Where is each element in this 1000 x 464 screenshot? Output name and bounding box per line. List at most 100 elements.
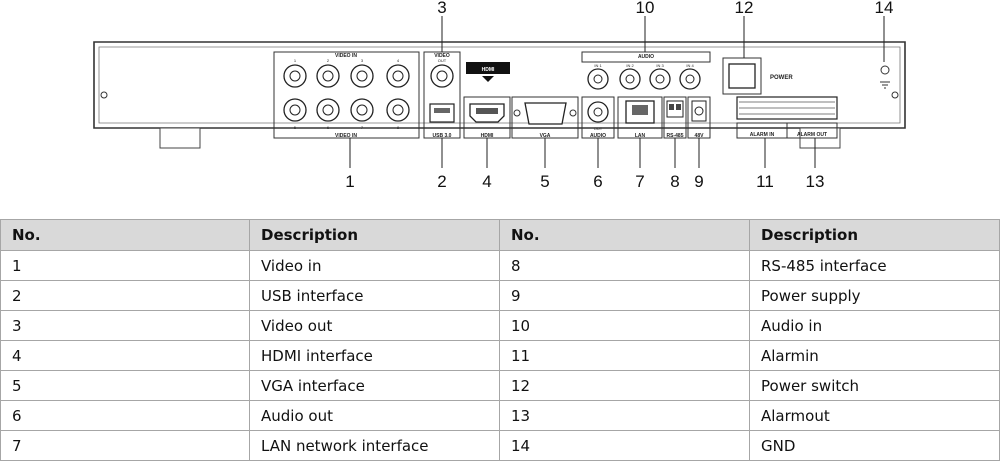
table-row: 7 LAN network interface 14 GND [0,430,1000,461]
leader-lines [349,16,885,168]
callout-5: 5 [540,172,549,191]
callout-12: 12 [735,0,754,17]
callout-2: 2 [437,172,446,191]
table-cell: 9 [499,280,750,311]
power-switch: POWER [722,57,793,95]
table-cell: Video out [249,310,500,341]
svg-text:AUDIO: AUDIO [638,54,654,60]
table-row: 3 Video out 10 Audio in [0,310,1000,341]
table-cell: 1 [0,250,250,281]
table-cell: USB interface [249,280,500,311]
svg-text:7: 7 [361,125,364,130]
header-description: Description [249,219,500,251]
bnc-connector [283,64,410,122]
svg-text:POWER: POWER [770,75,793,81]
table-cell: 11 [499,340,750,371]
svg-text:48V: 48V [695,133,705,139]
callout-9: 9 [694,172,703,191]
callout-13: 13 [806,172,825,191]
table-cell: Audio in [749,310,1000,341]
interface-table-container: No. Description No. Description 1 Video … [0,219,1000,461]
audio-in-panel: AUDIO IN 1 IN 2 IN 3 IN 4 [581,51,711,90]
svg-text:AUDIO: AUDIO [590,133,606,139]
table-row: 5 VGA interface 12 Power switch [0,370,1000,401]
table-cell: Video in [249,250,500,281]
table-header-row: No. Description No. Description [0,219,1000,251]
chassis [93,41,906,149]
table-cell: 3 [0,310,250,341]
callout-11: 11 [756,172,774,191]
alarm-terminal: ALARM IN ALARM OUT [736,96,838,139]
svg-text:ALARM IN: ALARM IN [750,132,775,138]
table-cell: 7 [0,430,250,461]
svg-text:HDMI: HDMI [481,133,494,139]
table-cell: RS-485 interface [749,250,1000,281]
callout-4: 4 [482,172,491,191]
table-row: 2 USB interface 9 Power supply [0,280,1000,311]
table-cell: 5 [0,370,250,401]
svg-text:VIDEO IN: VIDEO IN [335,53,357,59]
table-cell: Power supply [749,280,1000,311]
svg-text:8: 8 [397,125,400,130]
svg-text:LAN: LAN [635,133,646,139]
svg-text:VIDEO: VIDEO [434,53,450,59]
callout-1: 1 [345,172,354,191]
table-cell: Power switch [749,370,1000,401]
table-cell: 4 [0,340,250,371]
svg-text:1: 1 [294,58,297,63]
svg-text:IN 1: IN 1 [594,63,602,68]
svg-text:4: 4 [397,58,400,63]
gnd-terminal [880,65,890,89]
callout-7: 7 [635,172,644,191]
svg-text:IN 4: IN 4 [686,63,694,68]
callout-3: 3 [437,0,446,17]
table-cell: 13 [499,400,750,431]
table-cell: Alarmout [749,400,1000,431]
rs485-panel: RS-485 [663,96,687,139]
header-description: Description [749,219,1000,251]
svg-text:IN 3: IN 3 [656,63,664,68]
table-cell: 6 [0,400,250,431]
svg-text:3: 3 [361,58,364,63]
svg-text:VIDEO IN: VIDEO IN [335,133,357,139]
svg-text:RS-485: RS-485 [667,133,684,139]
svg-text:HDMI: HDMI [482,67,495,73]
table-cell: Alarmin [749,340,1000,371]
table-row: 6 Audio out 13 Alarmout [0,400,1000,431]
table-cell: 12 [499,370,750,401]
svg-text:2: 2 [327,58,330,63]
vga-panel: VGA [511,96,579,139]
table-cell: GND [749,430,1000,461]
callout-14: 14 [875,0,894,17]
hdmi-panel: HDMI HDMI [463,62,511,139]
table-cell: LAN network interface [249,430,500,461]
table-cell: Audio out [249,400,500,431]
table-cell: 14 [499,430,750,461]
table-cell: HDMI interface [249,340,500,371]
svg-text:USB 3.0: USB 3.0 [433,133,452,139]
callout-8: 8 [670,172,679,191]
table-cell: 10 [499,310,750,341]
svg-text:VGA: VGA [540,133,551,139]
svg-text:OUT: OUT [438,58,447,63]
table-row: 4 HDMI interface 11 Alarmin [0,340,1000,371]
lan-panel: LAN [617,96,663,139]
header-no: No. [0,219,250,251]
rear-panel-diagram: VIDEO IN VIDEO IN 1 2 3 4 5 6 7 8 VIDEO … [93,0,906,191]
svg-text:5: 5 [294,125,297,130]
vga-port [524,102,567,125]
table-cell: 2 [0,280,250,311]
video-in-panel: VIDEO IN VIDEO IN 1 2 3 4 5 6 7 8 [273,51,420,139]
header-no: No. [499,219,750,251]
svg-text:ALARM OUT: ALARM OUT [797,132,827,138]
table-cell: 8 [499,250,750,281]
callout-6: 6 [593,172,602,191]
table-cell: VGA interface [249,370,500,401]
svg-text:6: 6 [327,125,330,130]
svg-text:OUT: OUT [594,126,603,131]
audio-out-panel: OUT AUDIO [581,96,615,139]
svg-text:IN 2: IN 2 [626,63,634,68]
callout-10: 10 [636,0,655,17]
interface-table: No. Description No. Description 1 Video … [0,219,1000,461]
table-row: 1 Video in 8 RS-485 interface [0,250,1000,281]
